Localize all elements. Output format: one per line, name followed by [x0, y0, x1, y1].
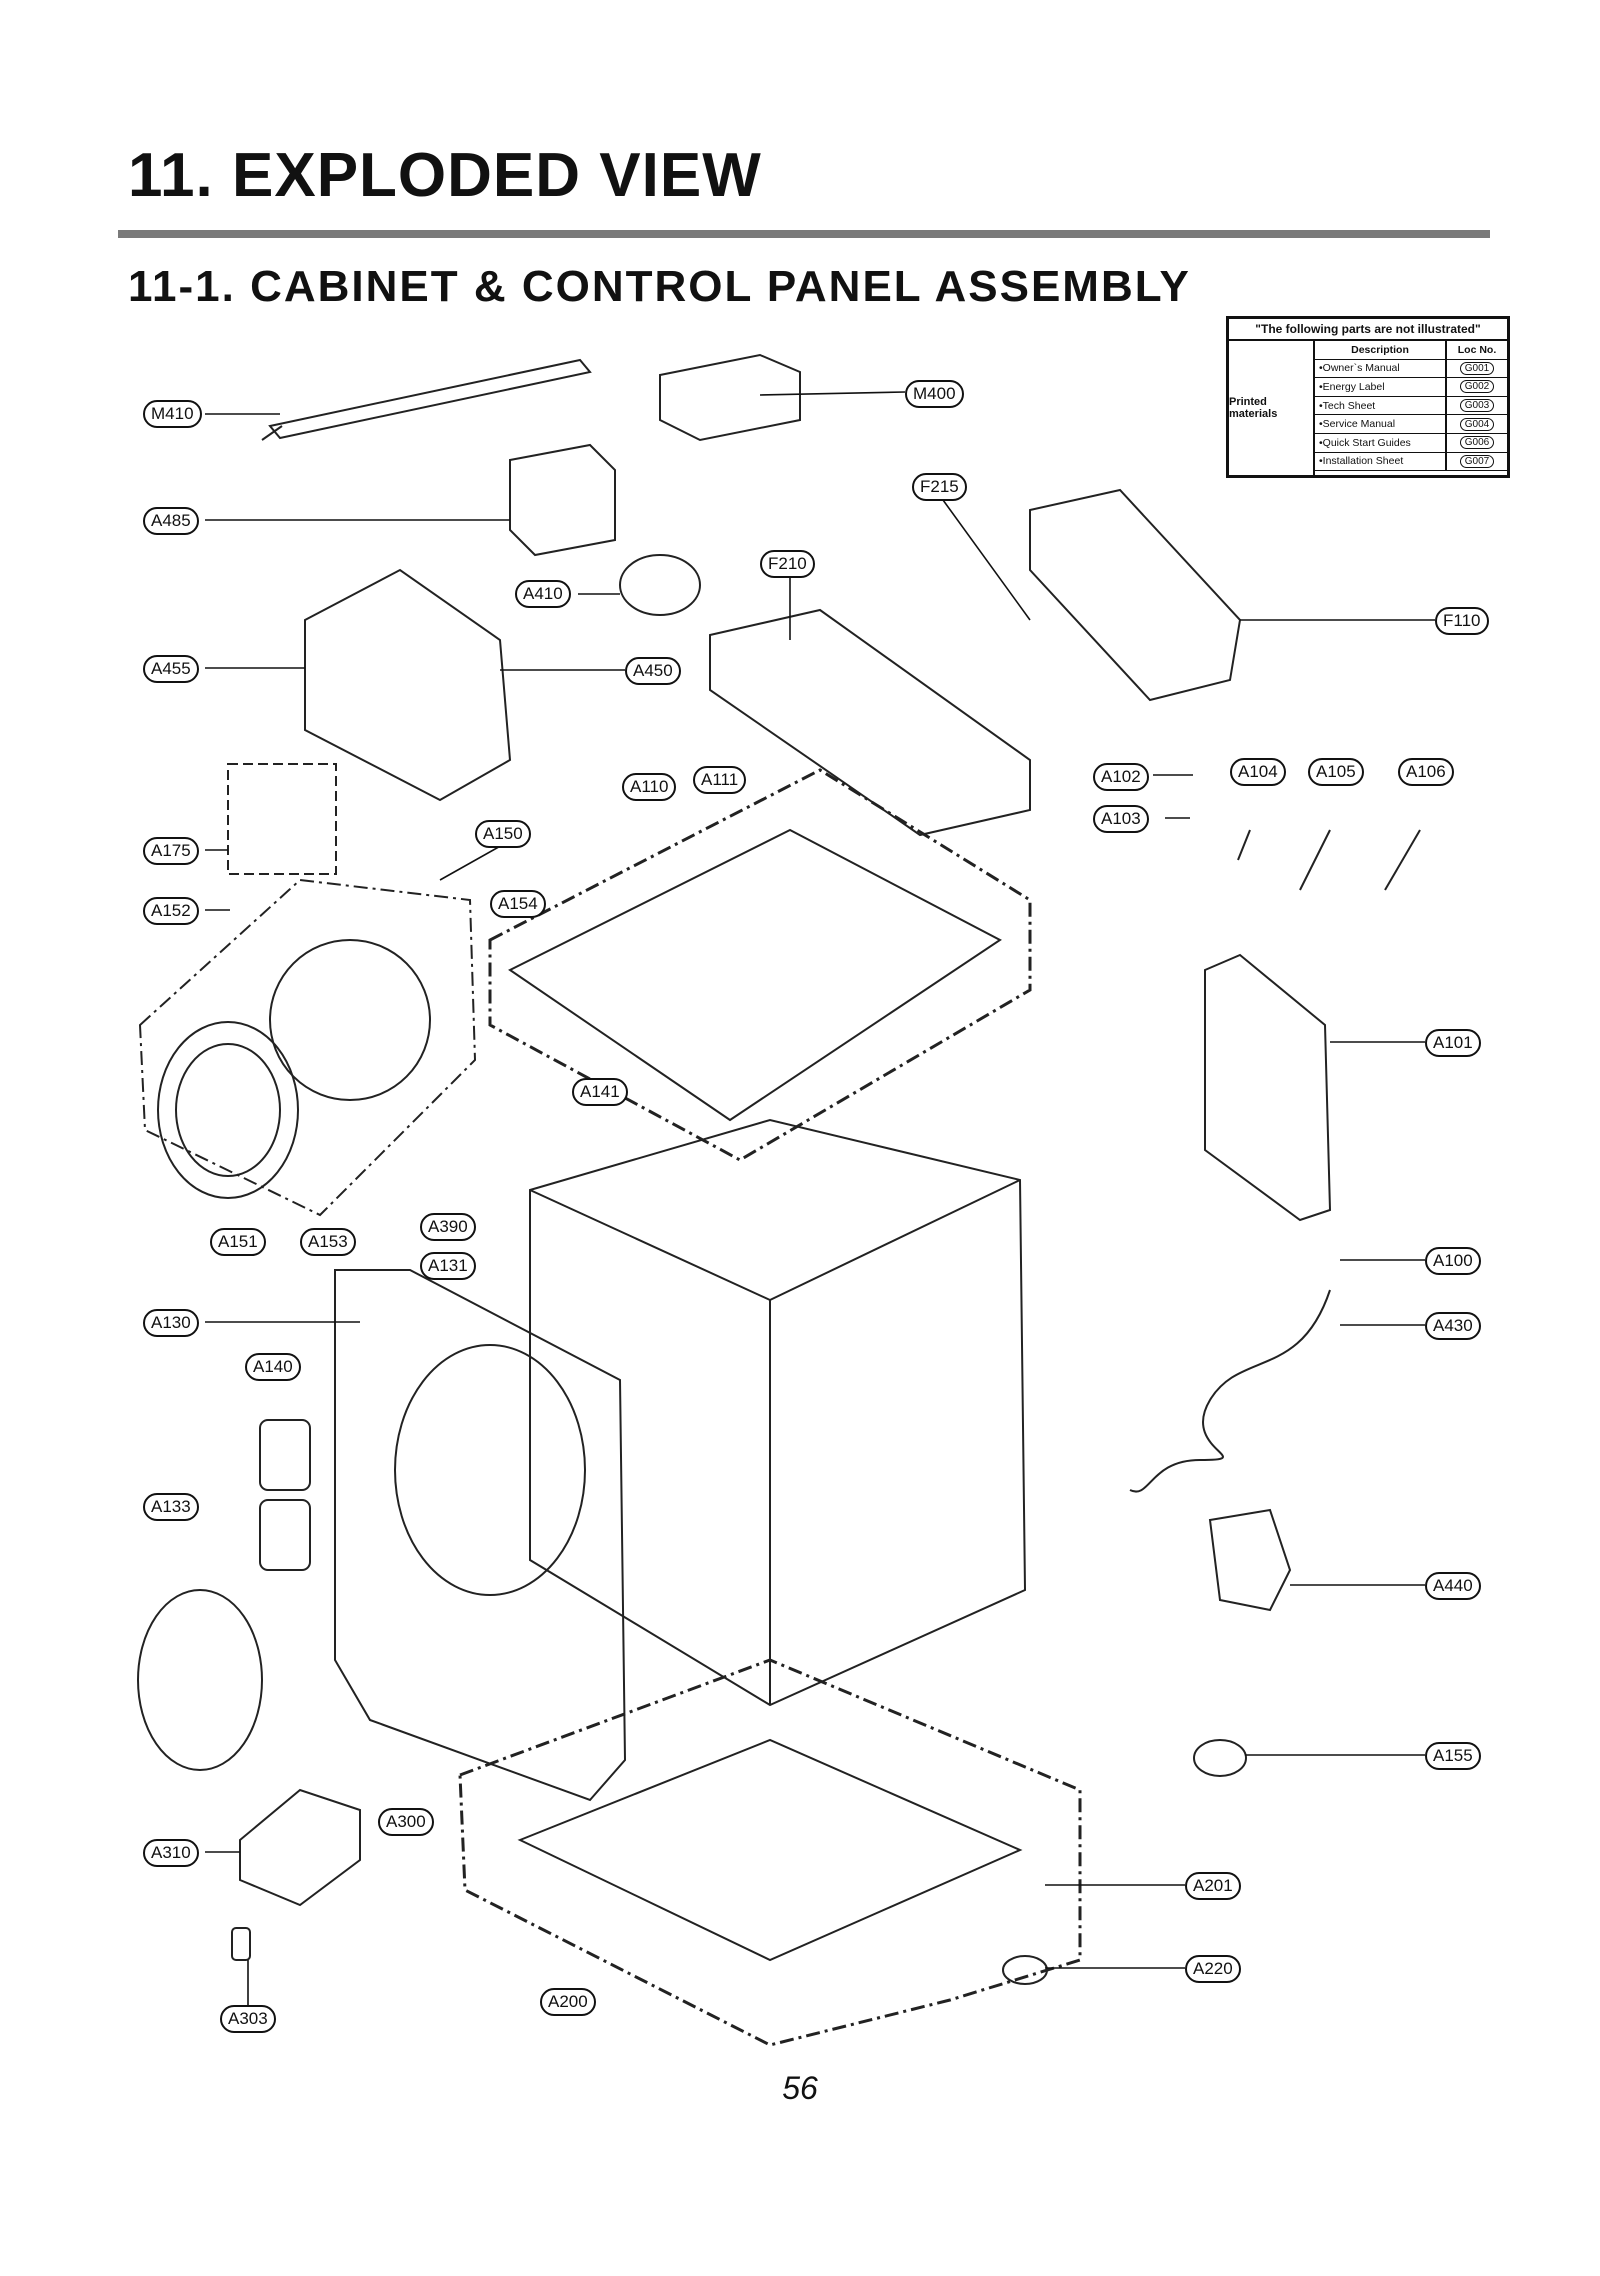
title-rule — [118, 230, 1490, 238]
callout-a310: A310 — [143, 1839, 199, 1867]
table-row: •Owner`s Manual G001 — [1315, 359, 1507, 379]
callout-a153: A153 — [300, 1228, 356, 1256]
page-title: 11. EXPLODED VIEW — [128, 141, 762, 210]
row-loc: G007 — [1459, 454, 1495, 468]
callout-a105: A105 — [1308, 758, 1364, 786]
control-panel-f210 — [709, 608, 1031, 837]
door-opening — [394, 1344, 586, 1596]
callout-a440: A440 — [1425, 1572, 1481, 1600]
foot-a220 — [1002, 1955, 1048, 1985]
callout-f215: F215 — [912, 473, 967, 501]
callout-a152: A152 — [143, 897, 199, 925]
callout-a201: A201 — [1185, 1872, 1241, 1900]
pump-a440 — [1208, 1508, 1292, 1612]
table-row: •Tech Sheet G003 — [1315, 396, 1507, 416]
leader-lines — [205, 391, 1435, 2005]
box-a485 — [509, 443, 616, 557]
row-desc: •Installation Sheet — [1315, 452, 1446, 472]
callout-a151: A151 — [210, 1228, 266, 1256]
callout-a300: A300 — [378, 1808, 434, 1836]
table-row: •Quick Start Guides G006 — [1315, 433, 1507, 453]
cap-a155 — [1193, 1739, 1247, 1777]
foot-a105 — [1299, 829, 1331, 891]
not-illustrated-table: "The following parts are not illustrated… — [1226, 316, 1510, 478]
foot-a104 — [1237, 829, 1251, 861]
callout-a104: A104 — [1230, 758, 1286, 786]
front-panel-a130 — [334, 1269, 627, 1802]
pcb-m400 — [659, 353, 801, 442]
row-loc: G003 — [1459, 399, 1495, 413]
table-header-row: Description Loc No. — [1315, 341, 1507, 360]
rear-cover-a101 — [1204, 953, 1332, 1222]
row-desc: •Quick Start Guides — [1315, 433, 1446, 453]
callout-a111: A111 — [693, 766, 747, 794]
row-desc: •Service Manual — [1315, 414, 1446, 434]
callout-a103: A103 — [1093, 805, 1149, 833]
callout-a140: A140 — [245, 1353, 301, 1381]
callout-f210: F210 — [760, 550, 815, 578]
top-frame-a110 — [488, 768, 1032, 1162]
door-ring-a151 — [157, 1021, 299, 1199]
door-ring-a153 — [269, 939, 431, 1101]
row-loc: G002 — [1459, 380, 1495, 394]
callout-a100: A100 — [1425, 1247, 1481, 1275]
page-number: 56 — [782, 2070, 818, 2106]
callout-a155: A155 — [1425, 1742, 1481, 1770]
door-assembly-a150 — [138, 878, 477, 1217]
row-loc: G006 — [1459, 436, 1495, 450]
callout-a130: A130 — [143, 1309, 199, 1337]
callout-a150: A150 — [475, 820, 531, 848]
row-loc: G004 — [1459, 417, 1495, 431]
callout-a106: A106 — [1398, 758, 1454, 786]
table-caption: "The following parts are not illustrated… — [1229, 319, 1507, 341]
callout-a455: A455 — [143, 655, 199, 683]
foot-a303 — [231, 1927, 251, 1961]
callout-a141: A141 — [572, 1078, 628, 1106]
row-loc: G001 — [1459, 361, 1495, 375]
foot-a106 — [1384, 829, 1421, 891]
callout-a133: A133 — [143, 1493, 199, 1521]
callout-a102: A102 — [1093, 763, 1149, 791]
callout-m400: M400 — [905, 380, 964, 408]
callout-a154: A154 — [490, 890, 546, 918]
callout-a110: A110 — [622, 773, 677, 801]
top-plate — [508, 828, 1002, 1122]
callout-a220: A220 — [1185, 1955, 1241, 1983]
motor-a410 — [619, 554, 701, 616]
callout-a131: A131 — [420, 1252, 476, 1280]
row-desc: •Owner`s Manual — [1315, 359, 1446, 379]
header-description: Description — [1315, 341, 1446, 360]
section-title: 11-1. CABINET & CONTROL PANEL ASSEMBLY — [128, 262, 1191, 311]
table-row: •Service Manual G004 — [1315, 414, 1507, 434]
bracket-m410 — [261, 358, 592, 441]
controller-a455 — [304, 568, 512, 802]
callout-a390: A390 — [420, 1213, 476, 1241]
callout-a200: A200 — [540, 1988, 596, 2016]
cover-a300 — [239, 1788, 361, 1907]
table-row: •Energy Label G002 — [1315, 377, 1507, 397]
table-row: •Installation Sheet G007 — [1315, 452, 1507, 472]
callout-a450: A450 — [625, 657, 681, 685]
callout-f110: F110 — [1435, 607, 1489, 635]
callout-a410: A410 — [515, 580, 571, 608]
row-desc: •Tech Sheet — [1315, 396, 1446, 416]
callout-a303: A303 — [220, 2005, 276, 2033]
base-frame-a200 — [458, 1658, 1082, 2047]
callout-a175: A175 — [143, 837, 199, 865]
callout-m410: M410 — [143, 400, 202, 428]
pcb-f110 — [1029, 488, 1242, 702]
callout-a101: A101 — [1425, 1029, 1481, 1057]
group-a175 — [227, 763, 337, 875]
group-label: Printed materials — [1229, 341, 1315, 475]
door-gasket-ring-a133 — [137, 1589, 263, 1771]
callout-a430: A430 — [1425, 1312, 1481, 1340]
callout-a485: A485 — [143, 507, 199, 535]
cabinet-a100 — [529, 1118, 1027, 1707]
header-loc: Loc No. — [1445, 341, 1507, 360]
power-cord-a430 — [1129, 1289, 1331, 1493]
hinge-a140 — [259, 1419, 311, 1491]
row-desc: •Energy Label — [1315, 377, 1446, 397]
